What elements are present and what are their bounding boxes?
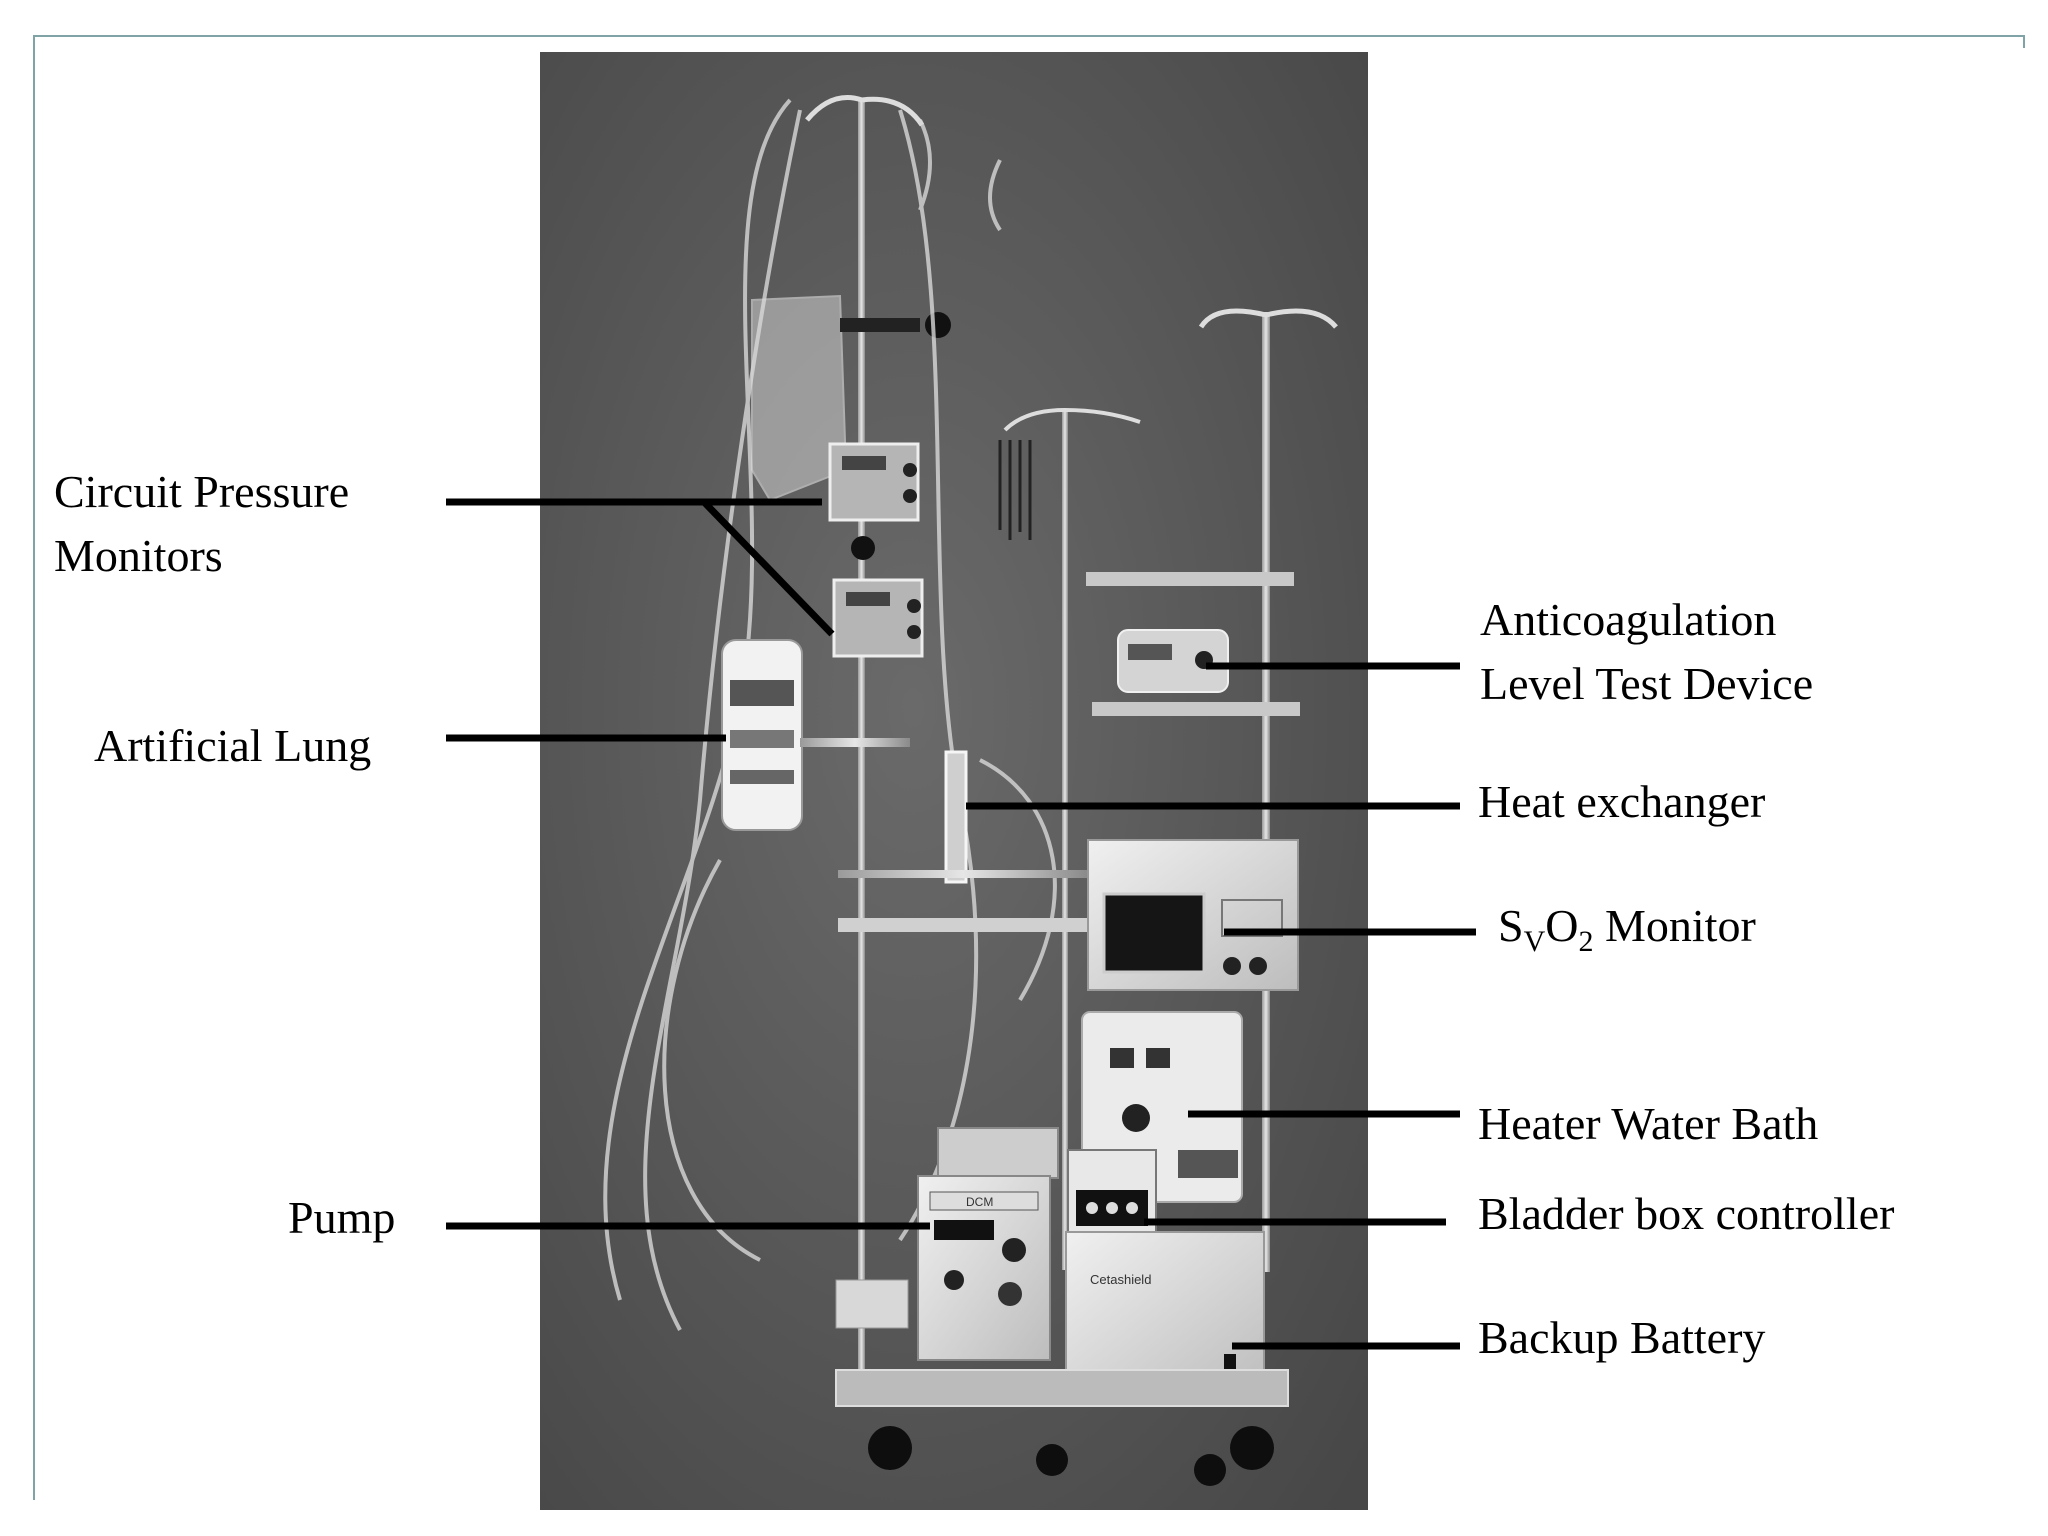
iv-pole-main-hooks — [805, 95, 925, 127]
iv-pole-middle — [1062, 410, 1068, 1270]
battery-brand: Cetashield — [1090, 1272, 1151, 1287]
svo2-rest: Monitor — [1593, 900, 1756, 951]
label-anticoag-line1: Anticoagulation — [1480, 594, 1777, 645]
circuit-pressure-monitor-1 — [828, 442, 920, 522]
svo2-subscript-v: V — [1523, 925, 1546, 958]
iv-pole-middle-hooks — [1003, 408, 1141, 432]
iv-pole-right-hooks — [1198, 308, 1338, 329]
iv-bag — [751, 294, 848, 502]
flow-sensor-box — [835, 1279, 909, 1329]
label-heat-exchanger: Heat exchanger — [1478, 776, 1766, 827]
cart-wheels — [868, 1426, 1274, 1486]
label-svo2-monitor: SVO2 Monitor — [1498, 894, 1756, 958]
anticoag-shelf-unit — [1086, 572, 1300, 716]
cart-shelf-rail — [838, 870, 1088, 878]
label-backup-battery: Backup Battery — [1478, 1312, 1766, 1363]
leader-lines — [446, 498, 1476, 1350]
pump-brand: DCM — [966, 1195, 993, 1209]
circuit-pressure-monitor-2 — [832, 578, 924, 658]
svo2-monitor-unit — [1087, 839, 1299, 991]
label-circuit-pressure-monitors: Circuit Pressure Monitors — [54, 460, 349, 588]
iv-pole-right — [1262, 312, 1270, 1272]
cart-base-shelf — [835, 1369, 1289, 1407]
leader-circuit-pressure-diagonal — [701, 499, 835, 637]
label-bladder-box-controller: Bladder box controller — [1478, 1188, 1895, 1239]
heat-exchanger-tube — [944, 750, 968, 884]
label-circuit-pressure-line2: Monitors — [54, 530, 223, 581]
frame-border — [33, 35, 2025, 1500]
pole-clamp-knob — [925, 312, 951, 338]
cart-middle-shelf — [838, 918, 1088, 932]
test-tubes — [998, 440, 1032, 540]
pole-knob — [851, 536, 875, 560]
svo2-subscript-2: 2 — [1578, 925, 1594, 958]
lung-mount-arm — [800, 738, 910, 747]
bladder-box-controller-unit — [1067, 1149, 1157, 1237]
svo2-s: S — [1498, 900, 1524, 951]
label-anticoag-line2: Level Test Device — [1480, 658, 1814, 709]
label-circuit-pressure-line1: Circuit Pressure — [54, 466, 350, 517]
equipment-photograph: Cetashield DCM — [540, 52, 1368, 1510]
svo2-o: O — [1545, 900, 1579, 951]
label-artificial-lung: Artificial Lung — [94, 720, 372, 771]
label-anticoagulation-device: Anticoagulation Level Test Device — [1480, 588, 1813, 716]
backup-battery-unit: Cetashield — [1065, 1231, 1265, 1395]
label-pump: Pump — [288, 1192, 396, 1243]
pole-clamp — [840, 318, 920, 332]
artificial-lung-cartridge — [721, 639, 803, 831]
pump-unit: DCM — [917, 1127, 1059, 1361]
label-heater-water-bath: Heater Water Bath — [1478, 1098, 1819, 1149]
iv-pole-main — [858, 100, 865, 1400]
